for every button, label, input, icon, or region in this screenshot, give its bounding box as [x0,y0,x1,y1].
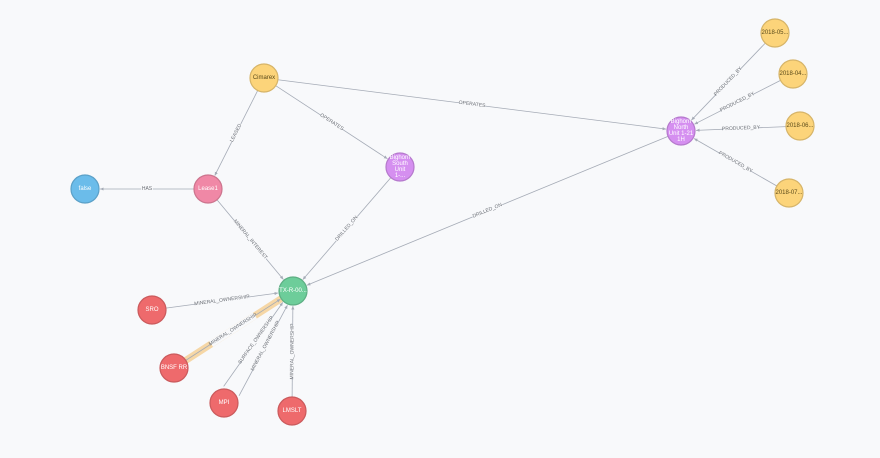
edge-leased[interactable]: LEASED [214,90,259,176]
edge-produced-by[interactable]: PRODUCED_BY [693,138,778,187]
node-label: MPI [219,400,230,406]
node-cimarex[interactable]: Cimarex [249,63,279,93]
node-label: SRO [145,307,158,313]
edge-label-background [333,214,360,244]
edge-mineral-ownership[interactable]: MINERAL_OWNERSHIP [165,291,279,309]
edge-label-background [209,312,257,347]
edge-drilled-on[interactable]: DRILLED_ON [302,177,392,280]
node-sro[interactable]: SRO [137,295,167,325]
node-p2[interactable]: 2018-04... [778,59,808,89]
edge-label: PRODUCED_BY [719,91,756,114]
node-circle [137,295,167,325]
node-label: 2018-05... [761,30,788,36]
edge-label-background [458,99,486,110]
node-circle [774,178,804,208]
edge-label-background [723,124,759,133]
node-label: 2018-06... [786,123,813,129]
edge-produced-by[interactable]: PRODUCED_BY [695,124,787,133]
edge-operates[interactable]: OPERATES [277,79,667,131]
edge-label: PRODUCED_BY [713,65,744,97]
node-mpi[interactable]: MPI [209,388,239,418]
edge-label-background [228,122,244,144]
edge-label: OPERATES [319,112,345,132]
node-p4[interactable]: 2018-07... [774,178,804,208]
node-label: 2018-07... [775,190,802,196]
edge-label-background [288,325,297,378]
node-lease1[interactable]: Lease1 [193,174,223,204]
edge-label: PRODUCED_BY [717,150,754,174]
node-circle [278,276,308,306]
edge-label-background [471,201,504,221]
node-p3[interactable]: 2018-06... [785,111,815,141]
edge-mineral-ownership[interactable]: MINERAL_OWNERSHIP [288,305,297,398]
edge-label-background [318,112,345,133]
edge-label-background [238,316,275,364]
node-label: TX-R-00... [279,288,307,294]
node-circle [666,116,696,146]
edge-label: MINERAL_OWNERSHIP [194,294,251,307]
edge-has[interactable]: HAS [100,185,194,193]
node-p1[interactable]: 2018-05... [760,18,790,48]
edge-label-background [720,91,755,114]
edge-label: DRILLED_ON [334,214,359,242]
edges-layer: LEASED OPERATES OPERATES HAS MINERAL_INTERES… [100,42,787,398]
edge-label: MINERAL_OWNERSHIP [289,323,295,380]
edge-produced-by[interactable]: PRODUCED_BY [694,79,781,125]
edge-label: DRILLED_ON [472,202,504,220]
node-false[interactable]: false [70,174,100,204]
edge-label-background [718,150,753,174]
edge-label-background [141,185,153,193]
node-tract[interactable]: TX-R-00... [278,276,308,306]
node-label: Lease1 [198,186,218,192]
edge-label: MINERAL_INTEREST [232,219,268,261]
node-circle [193,174,223,204]
node-circle [385,152,415,182]
edge-label: HAS [142,186,153,192]
node-circle [785,111,815,141]
node-circle [159,353,189,383]
edge-label-background [250,321,282,371]
edge-label: PRODUCED_BY [722,125,761,133]
node-lmslt[interactable]: LMSLT [277,396,307,426]
node-circle [209,388,239,418]
node-label: LMSLT [283,408,302,414]
edge-drilled-on[interactable]: DRILLED_ON [306,135,669,286]
node-label: false [79,186,92,192]
node-circle [760,18,790,48]
edge-mineral-interest[interactable]: MINERAL_INTEREST [216,199,284,280]
node-circle [778,59,808,89]
edge-label: OPERATES [458,100,486,109]
node-label: BNSF RR [161,365,188,371]
node-label: Cimarex [253,75,275,81]
node-circle [249,63,279,93]
node-bnsf[interactable]: BNSF RR [159,353,189,383]
edge-label-background [195,293,249,308]
node-circle [277,396,307,426]
edge-operates[interactable]: OPERATES [275,85,388,160]
edge-label-background [231,218,269,261]
node-label: 2018-04... [779,71,806,77]
edge-label-background [713,66,743,97]
node-circle [70,174,100,204]
